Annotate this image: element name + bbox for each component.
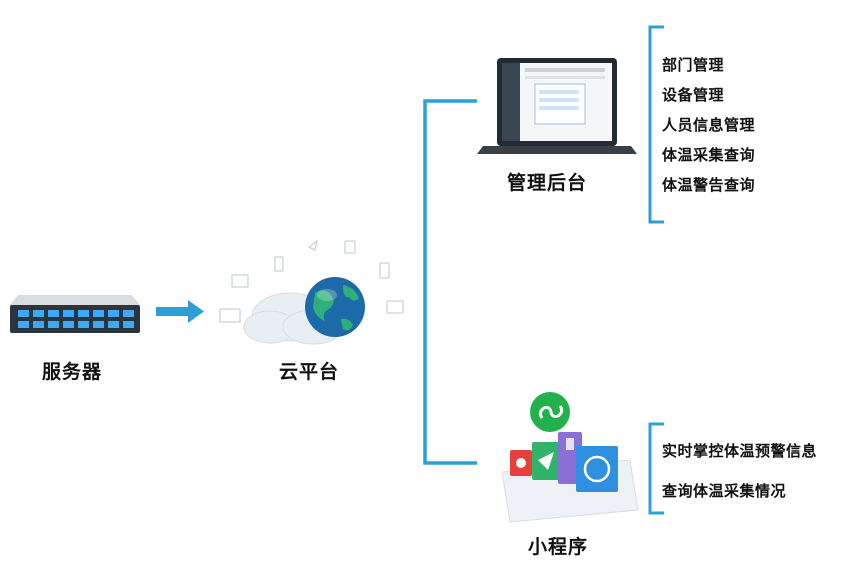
- admin-feature-item: 体温警告查询: [662, 176, 756, 194]
- admin-feature-item: 体温采集查询: [662, 146, 756, 164]
- miniapp-phone-icon: [501, 392, 639, 523]
- server-node: 服务器: [0, 285, 150, 385]
- server-label: 服务器: [42, 361, 103, 383]
- admin-features-bracket: [648, 25, 664, 224]
- admin-feature-item: 设备管理: [662, 86, 725, 104]
- flow-arrow: [156, 300, 204, 323]
- laptop-icon: [477, 58, 637, 154]
- miniapp-feature-item: 实时掌控体温预警信息: [662, 442, 818, 460]
- admin-feature-item: 人员信息管理: [662, 116, 756, 134]
- miniapp-node: 小程序: [480, 390, 650, 565]
- admin-label: 管理后台: [507, 172, 588, 194]
- miniapp-label: 小程序: [528, 536, 589, 558]
- miniapp-feature-item: 查询体温采集情况: [662, 482, 787, 500]
- admin-node: 管理后台: [475, 50, 645, 200]
- server-rack-icon: [10, 295, 140, 333]
- admin-feature-item: 部门管理: [662, 56, 725, 74]
- branch-connector: [423, 99, 477, 465]
- cloud-node: 云平台: [205, 235, 415, 385]
- cloud-globe-icon: [219, 239, 404, 345]
- miniapp-features-bracket: [648, 422, 664, 515]
- cloud-label: 云平台: [279, 361, 340, 383]
